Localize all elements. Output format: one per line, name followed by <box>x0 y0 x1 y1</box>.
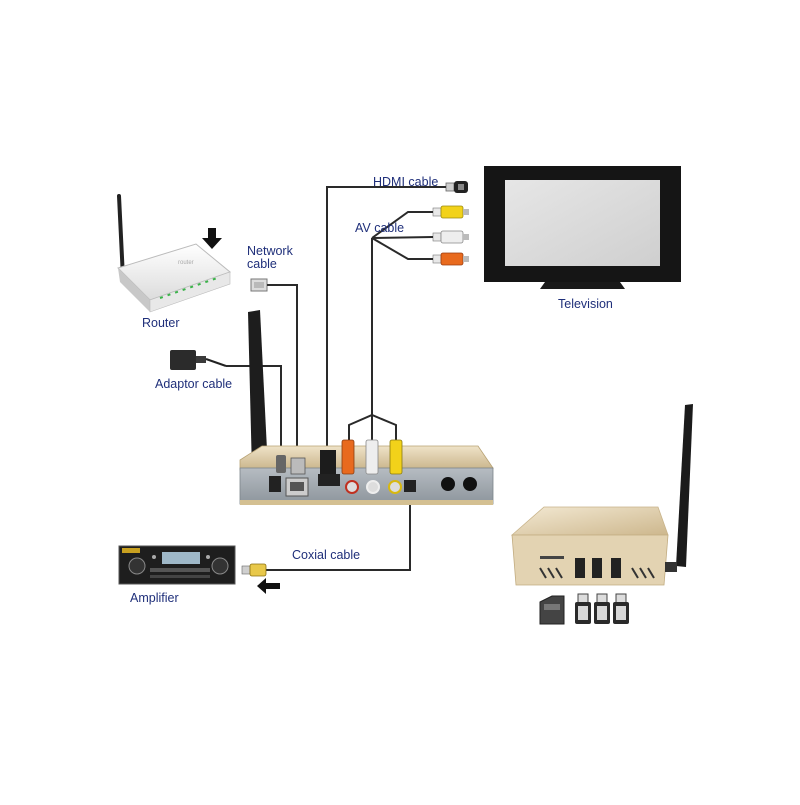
rear-plugs <box>276 439 403 475</box>
adaptor-cable-label: Adaptor cable <box>155 377 233 391</box>
av-cable-label: AV cable <box>355 221 405 235</box>
router-label: Router <box>142 316 180 330</box>
cables <box>226 186 446 571</box>
television-device <box>484 166 681 289</box>
usb-stick-icon <box>613 593 629 624</box>
power-adaptor-icon <box>170 350 227 370</box>
svg-text:router: router <box>178 260 194 266</box>
coxial-cable-label: Coxial cable <box>292 548 361 562</box>
av-plug-yellow-icon <box>432 205 469 219</box>
arrow-down-icon <box>202 228 222 249</box>
usb-stick-icons <box>575 593 629 624</box>
coaxial-plug-icon <box>241 563 267 577</box>
set-top-box-front <box>510 404 693 586</box>
hdmi-plug-icon <box>445 181 468 193</box>
adaptor-cable-line <box>226 365 282 466</box>
sd-card-icon <box>539 595 565 625</box>
av-plug-white-icon <box>432 230 469 244</box>
network-cable-label-line2: cable <box>247 257 277 271</box>
hdmi-cable-label: HDMI cable <box>373 175 439 189</box>
av-plug-red-icon <box>432 252 469 266</box>
av-cable-line-white <box>371 236 434 239</box>
television-label: Television <box>558 297 613 311</box>
av-cable-line-yellow <box>371 211 433 239</box>
network-cable-label-line1: Network <box>247 244 293 258</box>
arrow-left-icon <box>257 578 280 594</box>
set-top-box-rear <box>239 310 494 505</box>
usb-stick-icon <box>594 593 610 624</box>
network-cable-plug-icon <box>250 278 268 292</box>
amplifier-device <box>118 545 236 585</box>
av-plugs-tv-end <box>432 205 469 266</box>
router-device: router <box>117 194 232 313</box>
usb-stick-icon <box>575 593 591 624</box>
av-cable-line-red <box>371 237 433 260</box>
network-cable-line <box>267 284 298 462</box>
coaxial-cable-line <box>266 495 411 571</box>
hdmi-cable-line <box>326 186 446 450</box>
amplifier-label: Amplifier <box>130 591 179 605</box>
